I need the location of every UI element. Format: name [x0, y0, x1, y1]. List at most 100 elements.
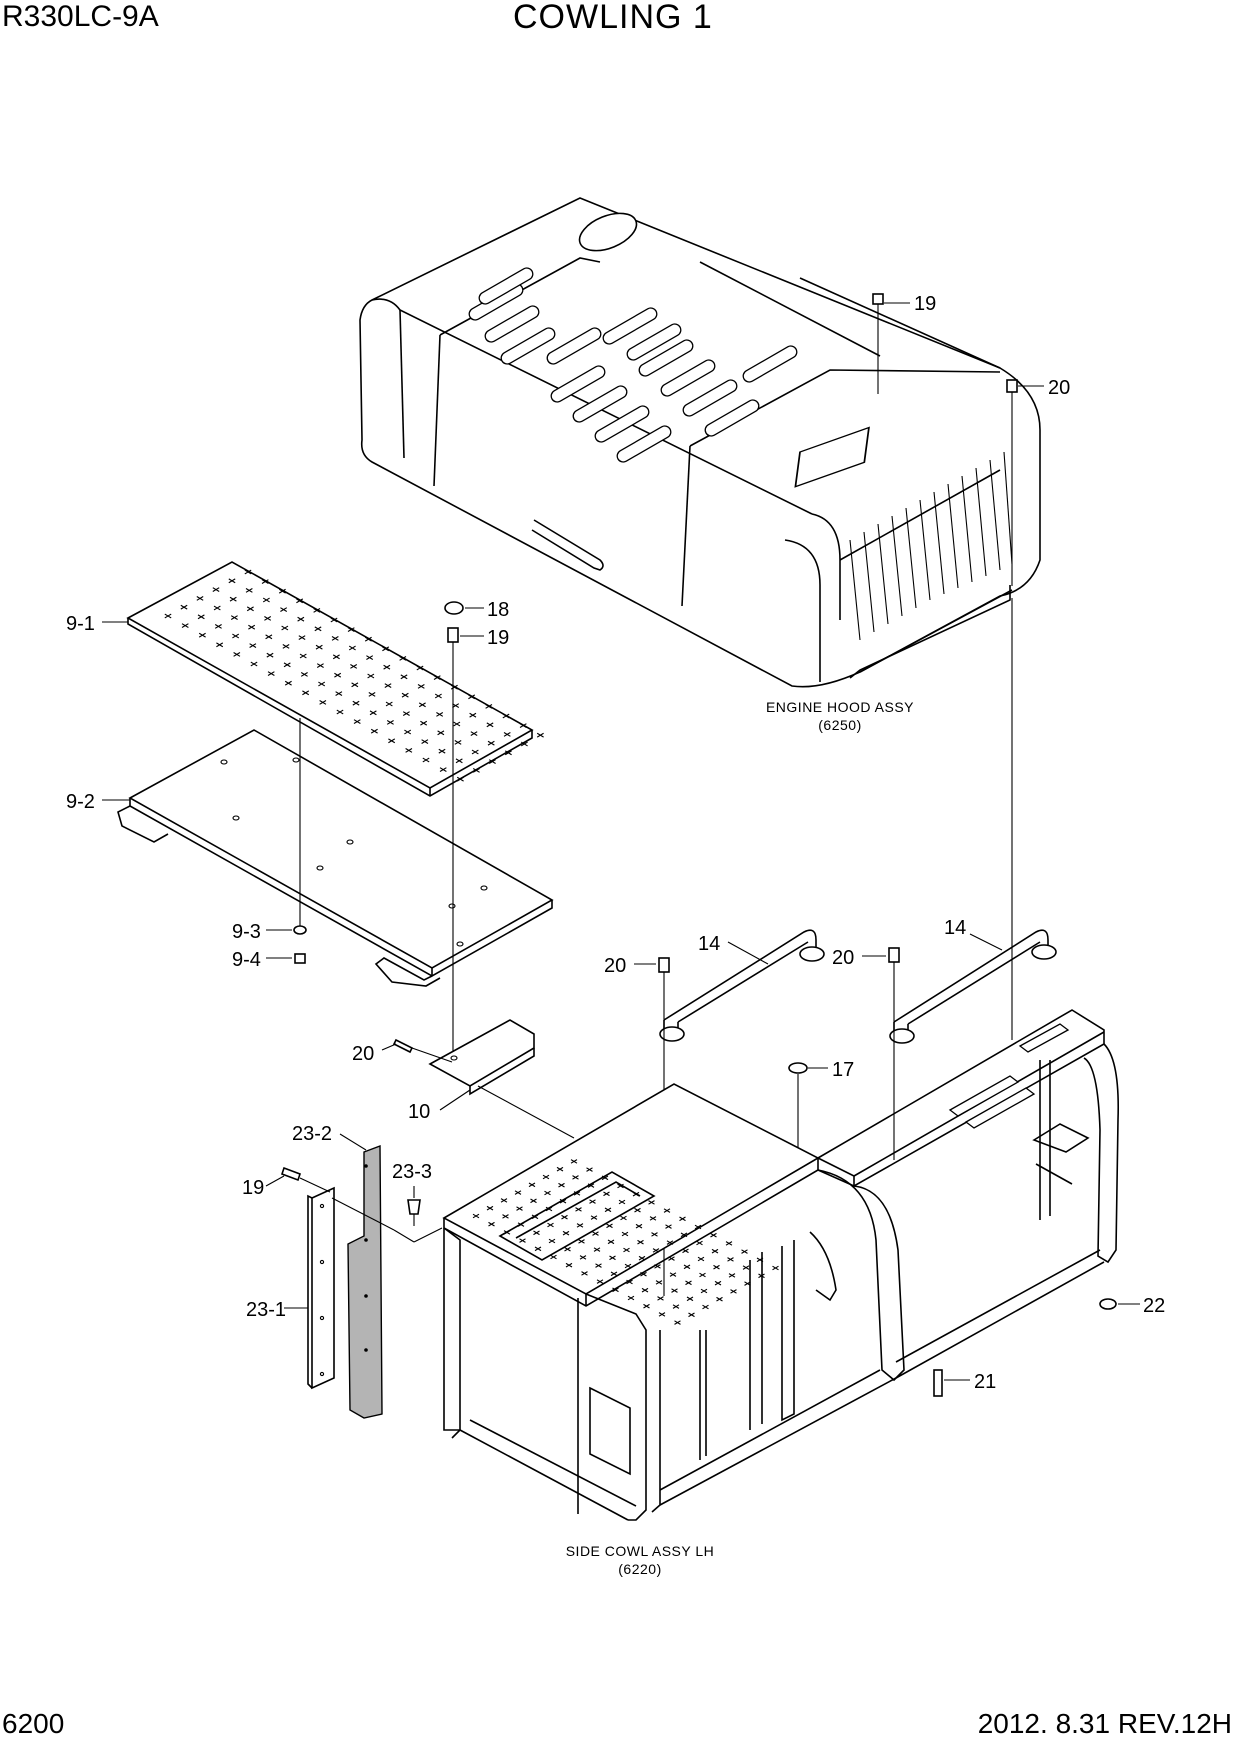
perforation-mark [601, 1175, 609, 1181]
perforation-mark [612, 1287, 619, 1293]
model-number: R330LC-9A [2, 0, 159, 33]
perforation-mark [668, 1256, 675, 1261]
engine-hood-ref: (6250) [818, 717, 861, 733]
perforation-mark [655, 1280, 663, 1285]
perforation-mark [627, 1295, 635, 1301]
callout-20-hood: 20 [1006, 377, 1070, 586]
callout-label: 9-1 [66, 613, 95, 635]
perforation-mark [164, 613, 172, 619]
perforation-mark [596, 1279, 604, 1284]
perforation-mark [536, 732, 544, 738]
perforation-mark [216, 642, 224, 648]
perforation-mark [618, 1199, 626, 1205]
perforation-mark [620, 1215, 627, 1221]
callout-label: 9-2 [66, 791, 95, 813]
perforation-mark [469, 712, 477, 718]
perforation-mark [454, 740, 462, 745]
perforation-mark [638, 1255, 646, 1261]
perforation-mark [212, 587, 220, 592]
perforation-mark [534, 1246, 542, 1252]
perforation-mark [229, 596, 237, 602]
perforation-mark [728, 1273, 736, 1278]
perforation-mark [214, 624, 222, 629]
perforation-mark [472, 1213, 480, 1219]
perforation-mark [544, 1190, 551, 1196]
perforation-mark [556, 1166, 564, 1172]
mounting-hole [448, 903, 456, 909]
perforation-mark [366, 655, 374, 660]
callout-label: 20 [1048, 377, 1070, 399]
mounting-hole [316, 865, 324, 871]
perforation-mark [488, 759, 496, 764]
perforation-mark [388, 738, 396, 744]
perforation-mark [519, 723, 527, 728]
perforation-mark [609, 1255, 616, 1261]
mounting-hole [456, 941, 464, 947]
perforation-mark [514, 1190, 522, 1195]
perforation-mark [713, 1264, 720, 1270]
perforation-mark [683, 1264, 691, 1270]
perforation-mark [697, 1256, 705, 1262]
side-cowl-name: SIDE COWL ASSY LH [566, 1543, 715, 1559]
callout-label: 20 [604, 955, 626, 977]
callout-label: 17 [832, 1059, 854, 1081]
perforation-mark [575, 1207, 582, 1212]
perforation-mark [265, 634, 273, 640]
perforation-mark [641, 1287, 649, 1293]
perforation-mark [485, 704, 493, 709]
callout-18: 18 [444, 599, 509, 621]
perforation-mark [472, 768, 480, 773]
perforation-mark [488, 1221, 495, 1227]
perforation-mark [335, 691, 343, 696]
perforation-mark [643, 1303, 650, 1309]
perforation-mark [517, 1222, 525, 1227]
perforation-mark [417, 684, 425, 689]
engine-hood-assembly [359, 197, 1041, 688]
callout-label: 19 [487, 627, 509, 649]
perforation-mark [674, 1320, 681, 1325]
perforation-mark [610, 1271, 618, 1277]
perforation-mark [228, 578, 236, 584]
perforation-mark [331, 636, 339, 641]
perforation-mark [437, 730, 445, 736]
perforation-mark [657, 1296, 664, 1301]
callout-14-right: 14 [944, 917, 1003, 951]
perforation-mark [725, 1241, 733, 1246]
perforation-mark [468, 694, 476, 700]
perforation-mark [246, 606, 254, 612]
callout-9-1: 9-1 [66, 613, 128, 635]
perforation-mark [669, 1272, 677, 1277]
mounting-hole [346, 839, 354, 845]
perforation-mark [579, 1255, 587, 1260]
perforation-mark [558, 1182, 565, 1188]
callout-9-4: 9-4 [232, 949, 306, 971]
perforation-mark [280, 607, 288, 612]
perforation-mark [503, 732, 511, 737]
perforation-mark [652, 1248, 660, 1253]
perforation-mark [318, 681, 326, 687]
callout-20-right: 20 [832, 947, 900, 1160]
part-9-2-bracket [117, 729, 554, 987]
perforation-mark [436, 712, 444, 717]
perforation-mark [420, 720, 428, 726]
perforation-mark [700, 1288, 708, 1294]
perforation-mark [742, 1265, 750, 1270]
perforation-mark [198, 632, 206, 638]
perforation-mark [487, 740, 495, 746]
revision-date: 2012. 8.31 REV.12H [977, 1708, 1232, 1739]
perforation-mark [418, 702, 426, 708]
perforation-mark [696, 1240, 703, 1246]
mounting-hole [232, 815, 240, 821]
callout-label: 19 [914, 293, 936, 315]
perforation-mark [500, 1198, 508, 1203]
perforation-mark [332, 654, 340, 660]
perforation-mark [663, 1208, 671, 1213]
perforation-mark [351, 682, 359, 688]
perforation-mark [548, 1238, 556, 1244]
perforation-mark [516, 1206, 523, 1211]
perforation-mark [648, 1200, 655, 1205]
perforation-mark [632, 1191, 640, 1197]
perforation-mark [330, 617, 338, 623]
perforation-mark [249, 643, 257, 648]
perforation-mark [416, 665, 424, 671]
